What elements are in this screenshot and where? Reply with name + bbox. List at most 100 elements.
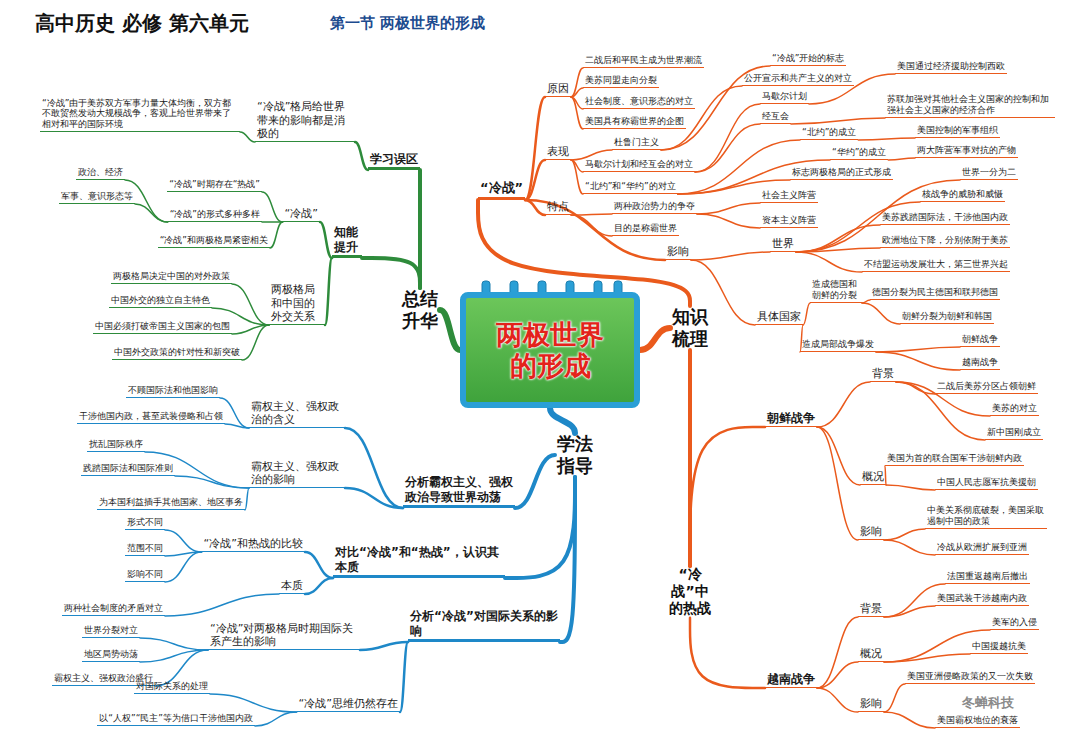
branch-label: 总结升华 [400, 288, 440, 332]
node-text: 形式不同 [127, 517, 163, 528]
branch-line [505, 477, 575, 578]
topic-text: “冷战”格局给世界带来的影响都是消极的 [255, 100, 355, 142]
topic-text: 标志两极格局的正式形成 [790, 167, 893, 180]
topic-text: 马歇尔计划和经互会的对立 [583, 159, 695, 172]
node-text: 朝鲜分裂为朝鲜和韩国 [902, 311, 992, 322]
branch-line [884, 606, 935, 617]
branch-line [571, 97, 583, 129]
node-text: 造成局部战争爆发 [802, 339, 874, 350]
branch-line [135, 204, 168, 222]
topic-text: “华约”的成立 [830, 147, 888, 160]
node-text: 两极世界的形成 [494, 319, 606, 381]
watermark: 冬蝉科技 [962, 694, 1014, 712]
node-text: 知能提升 [334, 225, 360, 254]
topic-text: 两种政治势力的争夺 [612, 201, 697, 214]
branch-line [210, 694, 297, 712]
node-text: 分析“冷战”对国际关系的影响 [410, 609, 558, 638]
branch-line [325, 258, 332, 325]
node-text: “冷战”由于美苏双方军事力量大体均衡，双方都不敢贸然发动大规模战争，客观上给世界… [42, 98, 238, 130]
branch-line [440, 310, 460, 350]
topic-text: 表现 [545, 145, 571, 160]
topic-text: 分析“冷战”对国际关系的影响 [408, 609, 560, 642]
topic-text: 中美关系彻底破裂，美国采取遏制中国的政策 [925, 505, 1047, 529]
branch-line [478, 200, 690, 306]
topic-text: 美国具有称霸世界的企图 [583, 116, 686, 129]
node-text: 影响 [860, 525, 882, 538]
branch-line [345, 488, 403, 508]
topic-text: “北约”的成立 [800, 127, 858, 140]
topic-text: 霸权主义、强权政治的影响 [249, 460, 345, 488]
node-text: “北约”和“华约”的对立 [585, 181, 676, 192]
topic-text: 具体国家 [755, 310, 803, 325]
node-text: 美国霸权地位的衰落 [937, 715, 1018, 726]
topic-text: 背景 [858, 602, 884, 617]
branch-line [817, 617, 858, 688]
section-title: 第一节 两极世界的形成 [330, 14, 485, 33]
node-text: 学法指导 [557, 433, 593, 476]
branch-line [225, 424, 249, 428]
topic-text: 霸权主义、强权政治的含义 [249, 400, 345, 428]
branch-line [886, 485, 935, 490]
topic-text: 概况 [858, 647, 884, 662]
branch-line [876, 347, 960, 352]
node-text: 对国际关系的处理 [136, 681, 208, 692]
node-text: 概况 [862, 470, 884, 483]
topic-text: 本质 [279, 579, 305, 594]
node-text: 中国外交政策的针对性和新突破 [114, 347, 240, 358]
node-text: 扰乱国际秩序 [89, 439, 143, 450]
branch-line [858, 138, 915, 140]
node-text: 影响 [860, 697, 882, 710]
node-text: 两极格局和中国的外交关系 [271, 283, 323, 323]
branch-line [305, 552, 333, 578]
node-text: 范围不同 [127, 543, 163, 554]
branch-line [355, 142, 368, 170]
node-text: 表现 [547, 145, 569, 158]
node-text: “冷战”思维仍然存在 [299, 697, 398, 710]
branch-line [165, 552, 202, 582]
topic-text: 知能提升 [332, 225, 362, 258]
topic-text: 扰乱国际秩序 [87, 439, 145, 452]
branch-line [884, 584, 945, 617]
branch-line [571, 160, 583, 194]
node-text: 美国武装干涉越南内政 [937, 593, 1027, 604]
topic-text: 中国人民志愿军抗美援朝 [935, 477, 1038, 490]
branch-line [242, 325, 269, 360]
node-text: 知识梳理 [672, 306, 708, 349]
node-text: 造成德国和朝鲜的分裂 [812, 279, 860, 301]
node-text: 美苏践踏国际法，干涉他国内政 [882, 212, 1008, 223]
branch-line [165, 530, 202, 552]
topic-text: 中国外交的独立自主特色 [109, 295, 212, 308]
node-text: 朝鲜战争 [767, 411, 815, 425]
node-text: 越南战争 [767, 672, 815, 686]
topic-text: 马歇尔计划 [760, 91, 809, 104]
node-text: 二战后和平民主成为世界潮流 [585, 55, 702, 66]
topic-text: 分析霸权主义、强权政治导致世界动荡 [403, 475, 515, 508]
node-text: 影响 [667, 245, 689, 258]
topic-text: 不结盟运动发展壮大，第三世界兴起 [862, 259, 1010, 272]
node-text: 不顾国际法和他国影响 [128, 385, 218, 396]
hub-box: 两极世界的形成 [460, 292, 640, 408]
topic-text: 法国重返越南后撤出 [945, 571, 1030, 584]
branch-line [862, 303, 900, 324]
topic-text: 特点 [545, 200, 571, 215]
topic-text: 朝鲜战争 [765, 411, 817, 427]
node-text: “冷战” [285, 207, 318, 220]
topic-text: 朝鲜战争 [960, 334, 1000, 347]
branch-line [362, 258, 420, 288]
node-text: 具体国家 [757, 310, 801, 323]
node-text: 美国具有称霸世界的企图 [585, 116, 684, 127]
topic-text: 地区局势动荡 [82, 649, 140, 662]
node-text: 以“人权”“民主”等为借口干涉他国内政 [99, 713, 253, 724]
branch-line [560, 477, 575, 642]
branch-line [817, 688, 858, 712]
branch-line [817, 427, 860, 485]
branch-line [262, 192, 283, 222]
node-text: 概况 [860, 647, 882, 660]
node-text: “冷战”时期存在“热战” [169, 179, 260, 190]
node-text: 美国通过经济援助控制西欧 [897, 61, 1005, 72]
branch-line [697, 214, 760, 228]
topic-text: 政治、经济 [76, 167, 125, 180]
node-text: 原因 [547, 82, 569, 95]
node-text: 美国控制的军事组织 [917, 125, 998, 136]
node-text: 两极格局决定中国的对外政策 [113, 271, 230, 282]
